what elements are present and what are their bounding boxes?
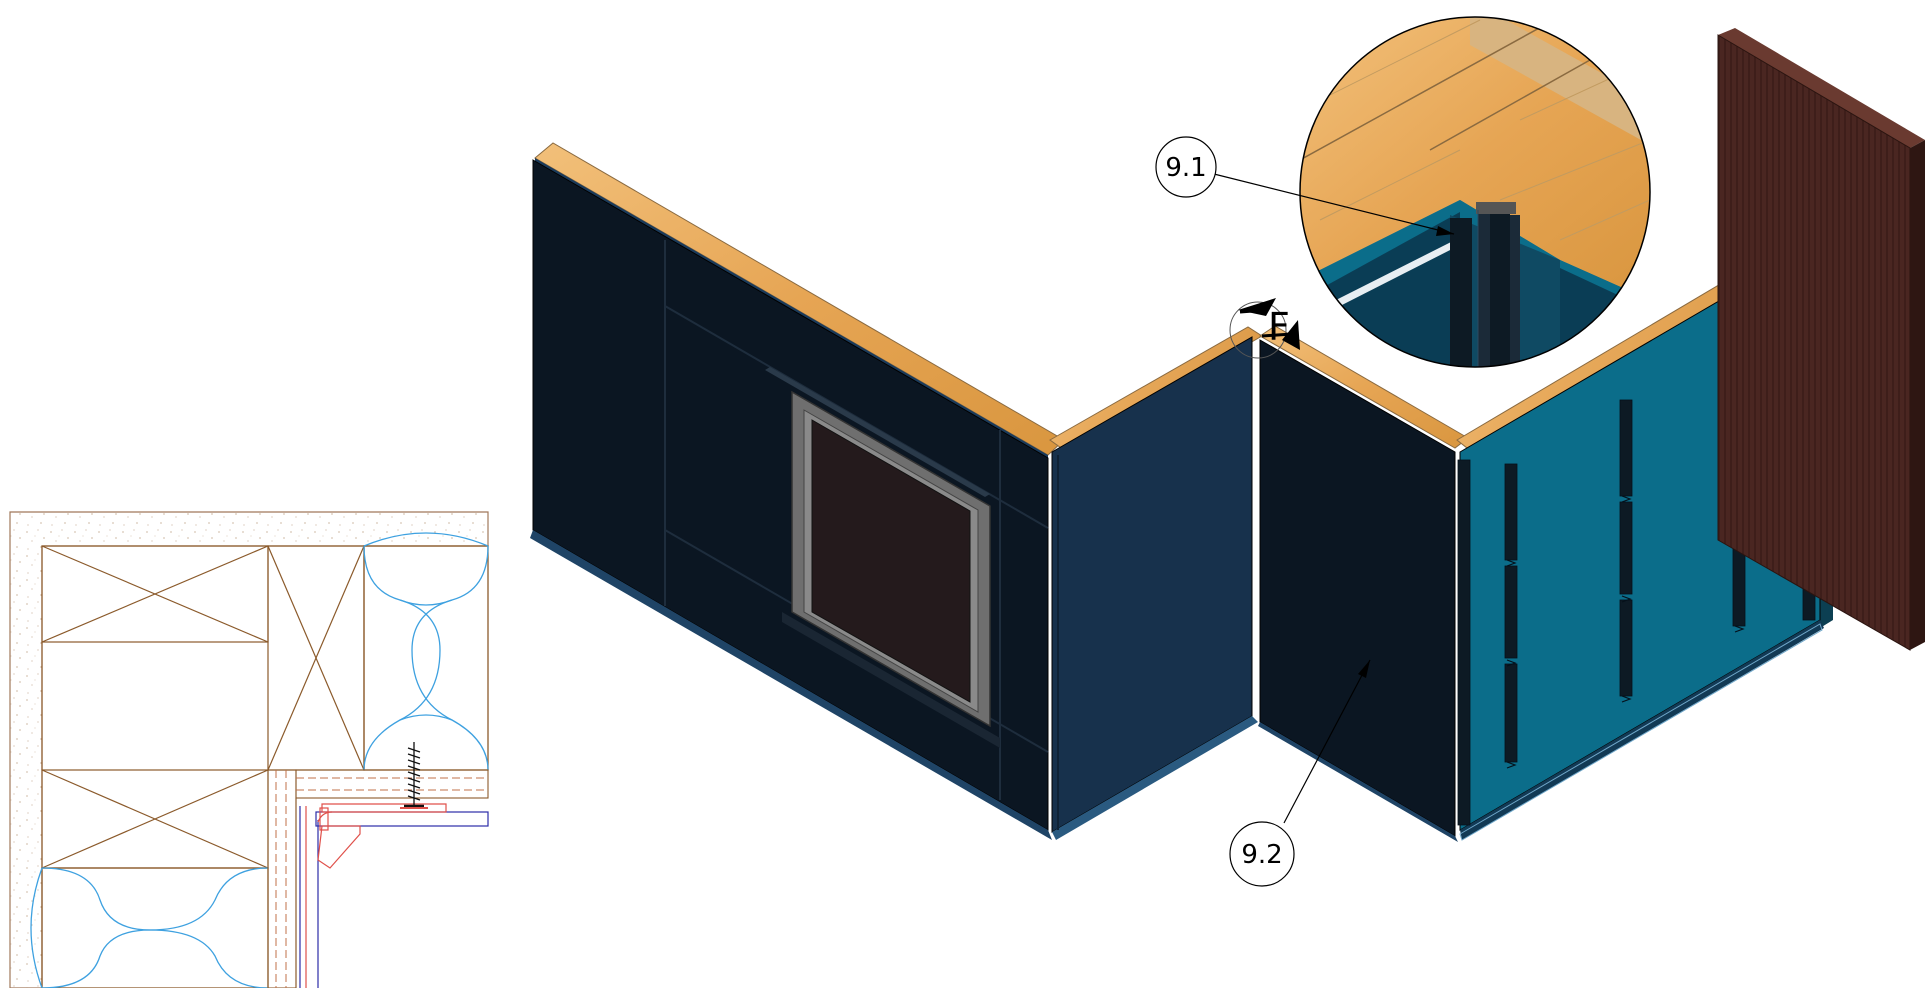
callout-9-1: 9.1	[1155, 136, 1455, 236]
left-wall	[530, 142, 1065, 840]
section-detail	[9, 511, 489, 988]
isometric-wall-assembly: F	[530, 28, 1925, 842]
brick-wall	[1717, 28, 1925, 651]
section-stud-top-left	[41, 545, 269, 643]
callout-label-9-2: 9.2	[1241, 840, 1282, 870]
section-outer-render	[9, 511, 489, 988]
batten-fasteners	[1506, 423, 1745, 769]
section-stud-lower-left	[41, 769, 269, 869]
callout-label-9-1: 9.1	[1165, 153, 1206, 183]
section-view-arrow-icon: F	[1229, 298, 1300, 359]
section-insulation-lower	[30, 867, 269, 988]
view-marker-letter: F	[1268, 305, 1290, 349]
callout-9-2: 9.2	[1229, 659, 1371, 887]
section-stud-corner	[41, 545, 365, 771]
inner-right-wall	[1258, 325, 1469, 842]
window	[765, 367, 1000, 748]
middle-wall	[1049, 326, 1263, 840]
fastener-screw-icon	[400, 742, 428, 809]
section-boards	[267, 769, 489, 988]
detail-zoom-circle	[1299, 16, 1651, 368]
section-profiles	[299, 803, 489, 988]
section-insulation-right	[363, 532, 489, 771]
